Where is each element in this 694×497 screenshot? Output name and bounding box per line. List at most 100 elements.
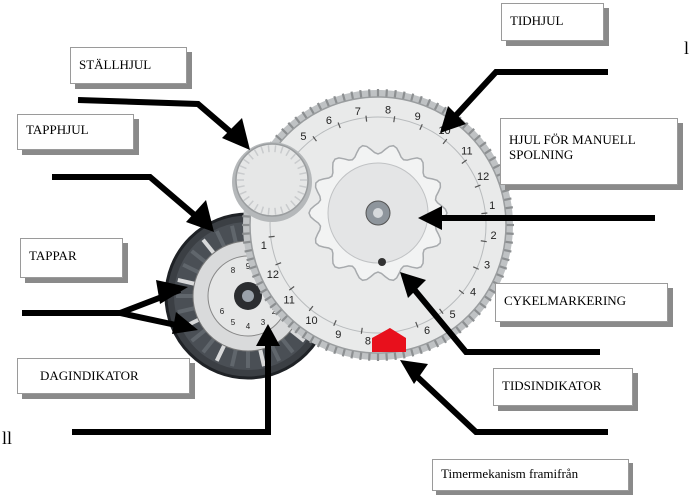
ridge (248, 153, 254, 160)
setting-wheel (232, 142, 312, 222)
pin (214, 344, 226, 362)
day-number: 4 (246, 322, 251, 331)
ridge (279, 206, 284, 214)
arrows (22, 69, 655, 435)
dial-tick (337, 122, 341, 129)
ridge (237, 185, 245, 189)
dial-number: 9 (415, 111, 421, 123)
day-number: 6 (220, 307, 225, 316)
arrow-stallhjul (77, 97, 242, 143)
pin (201, 238, 216, 255)
dial-tick (419, 124, 423, 131)
ridge (243, 158, 250, 165)
dial-tick (360, 327, 363, 334)
dial-number: 11 (461, 145, 472, 157)
label-tappar: TAPPAR (20, 238, 123, 278)
pin (177, 306, 195, 314)
pin (258, 349, 266, 367)
pin (182, 262, 200, 274)
pin (201, 337, 216, 354)
ridge (297, 165, 305, 170)
day-number: 8 (231, 266, 236, 275)
caption-timer: Timermekanism framifrån (432, 459, 629, 491)
dial-number: 5 (300, 131, 306, 143)
ridge (274, 207, 277, 215)
manual-wind-wheel (308, 144, 448, 282)
dial-tick (481, 212, 488, 215)
ridge (267, 207, 270, 215)
dial-number: 7 (355, 106, 361, 118)
dial-number: 6 (424, 325, 430, 337)
dial-number: 3 (484, 260, 490, 272)
day-number: 3 (261, 318, 266, 327)
dial-number: 12 (477, 171, 489, 183)
cycle-marker-dot (378, 258, 386, 266)
day-number: 5 (231, 318, 236, 327)
pin (177, 278, 195, 286)
dial-tick (442, 138, 448, 145)
ridge (253, 149, 259, 157)
dial-number: 8 (365, 336, 371, 348)
ridge (290, 153, 296, 160)
dial-tick (439, 308, 444, 315)
ridge (297, 190, 305, 195)
dial-number: 8 (385, 104, 391, 116)
dial-number: 1 (489, 200, 495, 212)
arrow-dagindikator (72, 338, 271, 435)
dial-tick (268, 235, 275, 238)
pin (280, 337, 295, 354)
dial-number: 6 (326, 115, 332, 127)
label-tidhjul: TIDHJUL (501, 3, 604, 41)
ridge (274, 145, 277, 153)
ridge (285, 149, 291, 157)
stray-letters-bottom: ll (2, 428, 13, 448)
dial-tick (461, 159, 468, 164)
pin (190, 249, 207, 264)
pin (289, 328, 306, 343)
dial-number: 1 (261, 240, 267, 252)
dial-tick (312, 135, 317, 142)
ridge (299, 185, 307, 189)
arrow-tidsindikator (407, 367, 608, 435)
arrow-cykelmarkering (405, 280, 600, 355)
dial-number: 11 (283, 295, 294, 307)
ridge (248, 200, 254, 207)
dial-tick (288, 286, 295, 291)
ridge (299, 171, 307, 175)
dial-tick (415, 321, 419, 328)
dial-number: 2 (490, 230, 496, 242)
label-dagindikator: DAGINDIKATOR (17, 358, 190, 394)
pin (190, 328, 207, 343)
dial-tick (275, 262, 282, 266)
pin (230, 349, 238, 367)
dial-number: 4 (470, 287, 476, 299)
label-tapphjul: TAPPHJUL (17, 114, 134, 150)
dial-number: 10 (305, 315, 317, 327)
arrow-tapphjul (52, 174, 207, 227)
ridge (260, 146, 265, 154)
dial-tick (480, 240, 487, 243)
label-tidsindikator: TIDSINDIKATOR (493, 368, 633, 406)
day-number: 9 (246, 262, 251, 271)
day-number: 2 (272, 307, 277, 316)
dial-tick (365, 115, 368, 122)
arrow-tidhjul (445, 69, 608, 127)
dial-number: 9 (335, 329, 341, 341)
ridge (294, 195, 301, 202)
ridge (285, 203, 291, 211)
dial-number: 5 (450, 309, 456, 321)
pin (270, 344, 282, 362)
ridge (237, 171, 245, 175)
ridge (294, 158, 301, 165)
ridge (239, 165, 247, 170)
pin (214, 230, 226, 248)
ridge (279, 146, 284, 154)
label-hjul-manuell: HJUL FÖR MANUELL SPOLNING (500, 118, 678, 185)
pin (230, 225, 238, 243)
ridge (253, 203, 259, 211)
dial-tick (308, 305, 314, 312)
arrow-tappar-1 (22, 287, 182, 316)
ridge (239, 190, 247, 195)
ridge (243, 195, 250, 202)
